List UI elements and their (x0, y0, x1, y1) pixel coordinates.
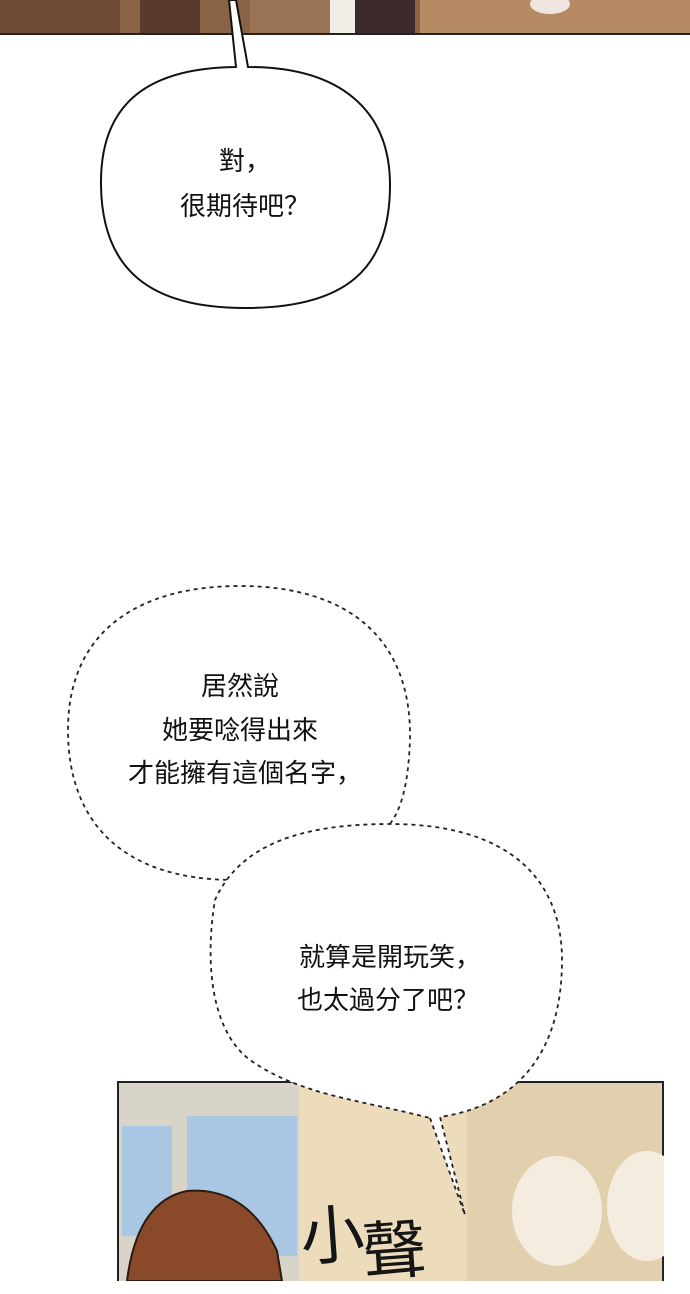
dialogue-line: 才能擁有這個名字， (127, 759, 363, 789)
dialogue-line: 居然說 (200, 672, 280, 702)
thought-bubble-2 (209, 823, 563, 1216)
bottom-panel-art (117, 1081, 664, 1281)
dialogue-line: 就算是開玩笑， (298, 943, 482, 973)
sound-effect-text: 小 (297, 1197, 367, 1277)
speech-bubble-1 (99, 0, 392, 310)
dialogue-line: 也太過分了吧？ (296, 986, 480, 1016)
dialogue-line: 她要唸得出來 (161, 716, 319, 746)
dialogue-line: 對， (218, 147, 272, 177)
dialogue-line: 很期待吧？ (179, 192, 311, 222)
top-panel-art (0, 0, 690, 35)
thought-bubble-1 (67, 585, 411, 881)
